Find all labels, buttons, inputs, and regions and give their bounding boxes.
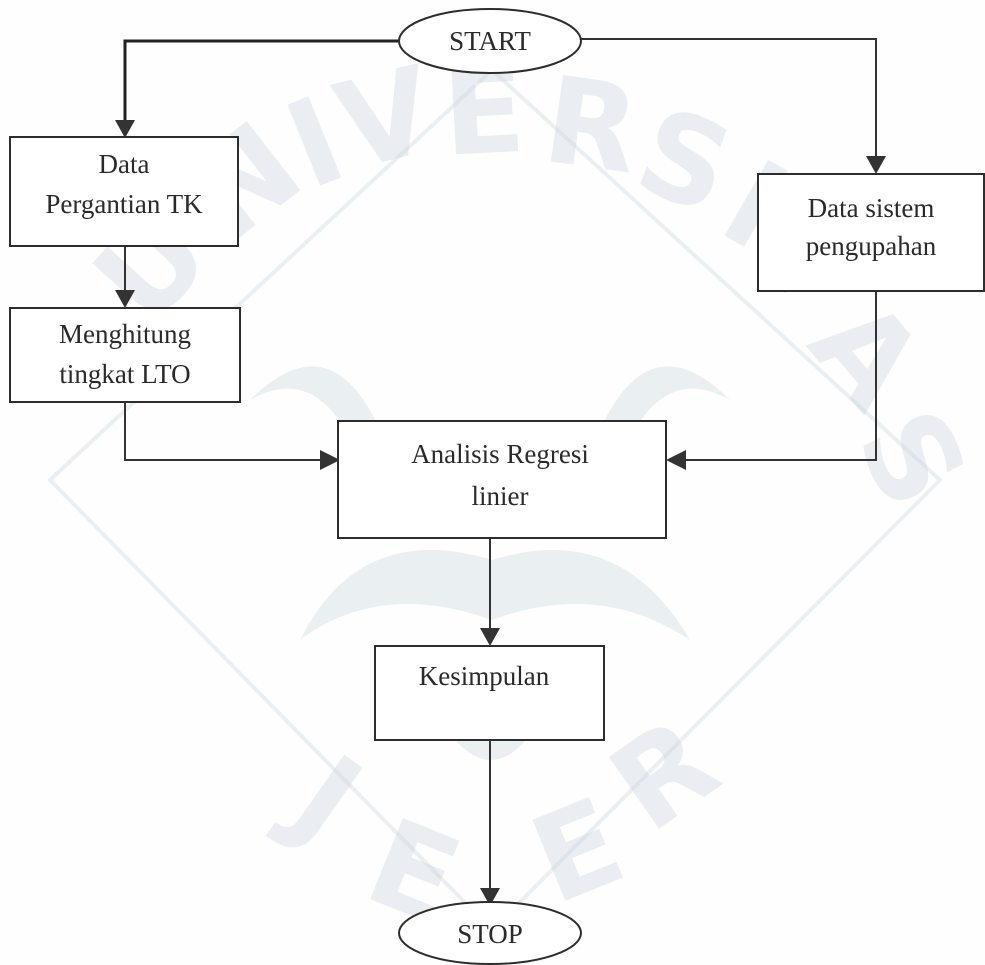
analisis-line-1: Analisis Regresi bbox=[411, 439, 589, 469]
connector-menghitung-to-analisis bbox=[124, 402, 320, 461]
arrow-head bbox=[115, 290, 135, 308]
process-box-data-sistem bbox=[757, 173, 985, 292]
data-sistem-line-2: pengupahan bbox=[806, 231, 937, 261]
node-data-pergantian: Data Pergantian TK bbox=[9, 136, 239, 247]
node-stop: STOP bbox=[398, 901, 582, 965]
node-analisis: Analisis Regresi linier bbox=[337, 420, 667, 539]
process-box-kesimpulan bbox=[374, 645, 605, 741]
analisis-line-2: linier bbox=[472, 481, 529, 511]
arrow-head bbox=[666, 450, 686, 470]
process-box-data-pergantian bbox=[9, 136, 239, 247]
node-data-sistem: Data sistem pengupahan bbox=[757, 173, 985, 292]
arrow-head bbox=[480, 628, 500, 646]
terminator-stop-shape bbox=[398, 901, 582, 965]
stop-label: STOP bbox=[457, 919, 523, 949]
connector-start-to-data-pergantian bbox=[123, 39, 400, 122]
arrow-head bbox=[115, 120, 135, 138]
data-sistem-line-1: Data sistem bbox=[808, 193, 935, 223]
terminator-start-shape bbox=[398, 8, 582, 74]
node-menghitung: Menghitung tingkat LTO bbox=[9, 307, 241, 403]
arrow-head bbox=[866, 156, 886, 174]
wm-letter: R bbox=[536, 51, 647, 202]
connector-data-sistem-to-analisis bbox=[686, 291, 877, 461]
data-pergantian-line-1: Data bbox=[99, 149, 150, 179]
process-box-analisis bbox=[337, 420, 667, 539]
start-label: START bbox=[449, 26, 531, 56]
watermark-leaf-right bbox=[600, 366, 730, 460]
connector-start-to-data-sistem bbox=[580, 38, 877, 158]
arrow-head bbox=[320, 450, 340, 470]
menghitung-line-2: tingkat LTO bbox=[59, 359, 190, 389]
watermark-wing bbox=[300, 550, 690, 640]
data-pergantian-line-2: Pergantian TK bbox=[45, 189, 203, 219]
menghitung-line-1: Menghitung bbox=[59, 319, 191, 349]
node-start: START bbox=[398, 8, 582, 74]
watermark-leaf-left bbox=[250, 366, 380, 460]
connectors bbox=[115, 38, 886, 906]
wm-letter: J bbox=[263, 726, 385, 869]
process-box-menghitung bbox=[9, 307, 241, 403]
arrow-head bbox=[480, 888, 500, 906]
kesimpulan-label: Kesimpulan bbox=[419, 661, 550, 691]
node-kesimpulan: Kesimpulan bbox=[374, 645, 605, 741]
